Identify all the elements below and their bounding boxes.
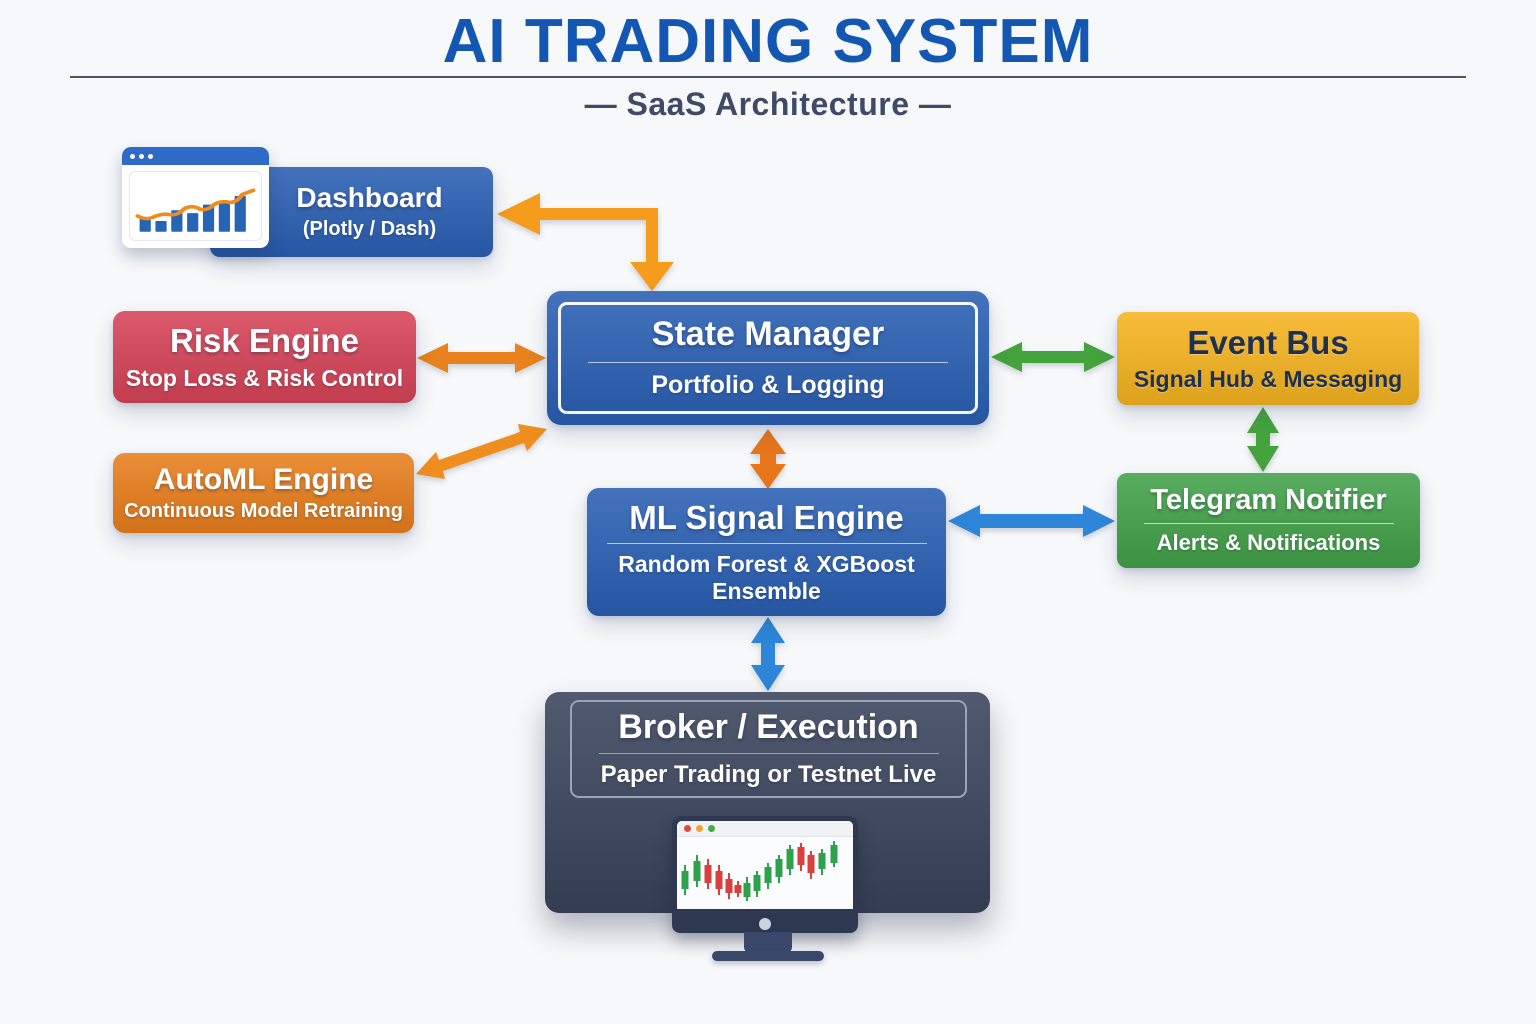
- trend-line-icon: [135, 188, 256, 221]
- arrow-state-manager-ml-engine: [750, 429, 786, 489]
- monitor-button-icon: [759, 917, 771, 930]
- node-subtitle: Random Forest & XGBoost Ensemble: [618, 551, 915, 604]
- window-dot-orange-icon: [696, 825, 703, 832]
- arrow-dashboard-state-manager: [497, 193, 674, 291]
- window-dot-red-icon: [684, 825, 691, 832]
- browser-window-icon: [122, 147, 269, 248]
- monitor-base: [712, 951, 824, 961]
- chart-bars: [139, 196, 246, 232]
- node-broker-execution: Broker / Execution Paper Trading or Test…: [545, 692, 990, 913]
- window-dot-icon: [130, 153, 135, 159]
- arrow-ml-engine-telegram: [948, 505, 1115, 537]
- arrow-ml-engine-broker: [751, 617, 785, 691]
- arrow-risk-engine-state-manager: [417, 343, 546, 373]
- node-title: Telegram Notifier: [1150, 484, 1387, 517]
- node-subtitle: Stop Loss & Risk Control: [125, 364, 404, 391]
- arrow-automl-state-manager: [416, 424, 547, 479]
- window-dot-icon: [148, 153, 153, 159]
- node-ml-signal-engine: ML Signal Engine Random Forest & XGBoost…: [587, 488, 946, 616]
- browser-titlebar: [122, 147, 269, 165]
- arrow-state-manager-event-bus: [991, 342, 1115, 372]
- node-subtitle: Alerts & Notifications: [1156, 530, 1381, 556]
- node-automl-engine: AutoML Engine Continuous Model Retrainin…: [113, 453, 414, 533]
- node-telegram-notifier: Telegram Notifier Alerts & Notifications: [1117, 473, 1420, 568]
- arrow-event-bus-telegram: [1247, 407, 1279, 472]
- node-title: Broker / Execution: [618, 708, 919, 746]
- page-title: AI TRADING SYSTEM: [442, 7, 1094, 76]
- monitor-screen: [677, 821, 853, 909]
- divider: [598, 753, 939, 755]
- red-candles: [704, 843, 815, 899]
- node-title: State Manager: [651, 315, 885, 354]
- divider: [606, 543, 927, 545]
- divider: [588, 361, 948, 363]
- node-title: AutoML Engine: [153, 463, 374, 496]
- monitor-stand: [744, 932, 792, 953]
- node-event-bus: Event Bus Signal Hub & Messaging: [1117, 312, 1419, 405]
- candlestick-chart-icon: [677, 837, 853, 909]
- title-divider: [70, 76, 1466, 78]
- page-subtitle: — SaaS Architecture —: [584, 86, 952, 122]
- broker-title-panel: Broker / Execution Paper Trading or Test…: [570, 700, 967, 798]
- divider: [1143, 523, 1394, 525]
- node-title: ML Signal Engine: [629, 498, 904, 536]
- monitor-icon: [672, 816, 858, 933]
- mini-bar-chart-icon: [129, 171, 262, 241]
- window-dot-icon: [139, 153, 144, 159]
- monitor-bezel-bottom: [672, 914, 858, 933]
- monitor-window-titlebar: [677, 821, 853, 837]
- node-title: Risk Engine: [170, 321, 359, 359]
- node-title: Dashboard: [296, 182, 443, 214]
- node-subtitle: Paper Trading or Testnet Live: [600, 761, 937, 789]
- node-subtitle: Continuous Model Retraining: [124, 500, 403, 522]
- window-dot-green-icon: [708, 825, 715, 832]
- node-state-manager: State Manager Portfolio & Logging: [547, 291, 989, 425]
- node-subtitle: Signal Hub & Messaging: [1133, 365, 1403, 392]
- node-title: Event Bus: [1187, 323, 1349, 361]
- node-subtitle: (Plotly / Dash): [302, 217, 437, 240]
- node-risk-engine: Risk Engine Stop Loss & Risk Control: [113, 311, 416, 403]
- green-candles: [681, 841, 838, 901]
- node-subtitle: Portfolio & Logging: [651, 370, 885, 399]
